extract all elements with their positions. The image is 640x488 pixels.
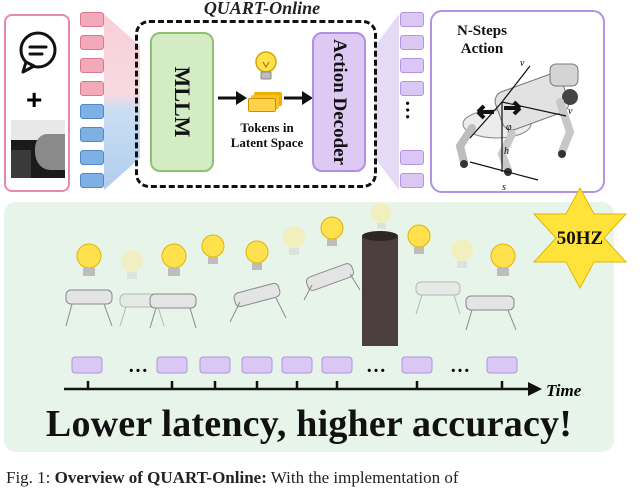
quadruped-robot-icon: v v h s φ bbox=[455, 58, 579, 190]
nsteps-label-line2: Action bbox=[460, 41, 504, 57]
lightbulb-icon bbox=[76, 243, 102, 276]
input-funnel bbox=[104, 14, 140, 190]
frequency-label: 50HZ bbox=[557, 228, 603, 249]
action-token bbox=[321, 356, 353, 374]
image-token bbox=[80, 104, 104, 119]
robot-pose bbox=[229, 282, 287, 323]
ellipsis-3: … bbox=[450, 355, 470, 377]
vx-label: v bbox=[568, 106, 573, 117]
action-token bbox=[241, 356, 273, 374]
quart-online-box bbox=[135, 20, 377, 188]
text-token bbox=[80, 12, 104, 27]
lightbulb-icon bbox=[407, 224, 431, 254]
image-token bbox=[80, 173, 104, 188]
image-token bbox=[80, 150, 104, 165]
robot-pose bbox=[465, 295, 517, 331]
action-token bbox=[401, 356, 433, 374]
text-token bbox=[80, 58, 104, 73]
ellipsis-2: … bbox=[366, 355, 386, 377]
pillar-obstacle bbox=[362, 231, 398, 346]
lightbulb-icon bbox=[201, 234, 225, 264]
action-token bbox=[281, 356, 313, 374]
action-token bbox=[400, 173, 424, 188]
timeline-tokens bbox=[71, 356, 518, 374]
lightbulb-icon bbox=[371, 203, 391, 229]
h-label: h bbox=[504, 146, 509, 157]
robot-pose bbox=[65, 289, 113, 327]
tokens-latent-label: Tokens in Latent Space bbox=[222, 120, 312, 150]
lightbulb-icon bbox=[121, 250, 143, 279]
phi-label: φ bbox=[506, 122, 512, 133]
chat-bubble-icon bbox=[19, 31, 57, 74]
headline: Lower latency, higher accuracy! bbox=[45, 403, 573, 445]
plus-sign: + bbox=[26, 84, 43, 115]
action-token bbox=[71, 356, 103, 374]
lightbulb-icon bbox=[451, 239, 473, 268]
input-card: + bbox=[4, 14, 70, 192]
time-label: Time bbox=[546, 381, 582, 400]
camera-image bbox=[11, 120, 65, 178]
image-token bbox=[80, 127, 104, 142]
caption-prefix: Fig. 1: bbox=[6, 468, 55, 487]
sy-label: s bbox=[502, 182, 506, 190]
lightbulb-icon bbox=[255, 51, 277, 80]
action-token bbox=[400, 58, 424, 73]
arrow-right-icon bbox=[284, 91, 313, 105]
vertical-ellipsis: … bbox=[401, 100, 423, 120]
quart-online-title: QUART-Online bbox=[182, 0, 342, 19]
timeline-panel bbox=[4, 202, 614, 452]
nsteps-label: N-Steps Action bbox=[442, 22, 522, 58]
caption-rest: With the implementation of bbox=[266, 468, 459, 487]
time-arrowhead bbox=[528, 382, 542, 396]
mllm-block: MLLM bbox=[150, 32, 214, 172]
ellipsis-1: … bbox=[128, 355, 148, 377]
action-decoder-block: Action Decoder bbox=[312, 32, 366, 172]
time-axis bbox=[64, 381, 532, 391]
lightbulb-icon bbox=[161, 243, 187, 276]
text-token bbox=[80, 35, 104, 50]
action-token bbox=[156, 356, 188, 374]
robot-pose bbox=[303, 263, 361, 301]
caption-bold: Overview of QUART-Online: bbox=[54, 468, 267, 487]
text-token bbox=[80, 81, 104, 96]
action-token bbox=[400, 12, 424, 27]
nsteps-label-line1: N-Steps bbox=[456, 23, 507, 39]
lightbulb-icon bbox=[245, 240, 269, 270]
action-token bbox=[400, 81, 424, 96]
arrow-right-icon bbox=[218, 91, 247, 105]
lightbulb-icon bbox=[320, 216, 344, 246]
action-token bbox=[486, 356, 518, 374]
action-token bbox=[400, 35, 424, 50]
vz-label: v bbox=[520, 58, 525, 69]
tokens-label-line2: Latent Space bbox=[230, 135, 304, 150]
robot-pose bbox=[149, 293, 197, 329]
latent-tokens-icon bbox=[248, 92, 284, 112]
robot-action-card: N-Steps Action v v h s φ bbox=[430, 10, 605, 193]
figure-caption: Fig. 1: Overview of QUART-Online: With t… bbox=[6, 468, 459, 488]
tokens-label-line1: Tokens in bbox=[240, 120, 294, 135]
action-token bbox=[400, 150, 424, 165]
lightbulb-icon bbox=[490, 243, 516, 276]
output-funnel bbox=[375, 14, 399, 190]
lightbulb-icon bbox=[283, 226, 305, 255]
robot-pose bbox=[415, 281, 461, 315]
frequency-star-icon: 50HZ bbox=[532, 186, 628, 290]
action-token bbox=[199, 356, 231, 374]
robot-trajectory bbox=[65, 263, 517, 331]
